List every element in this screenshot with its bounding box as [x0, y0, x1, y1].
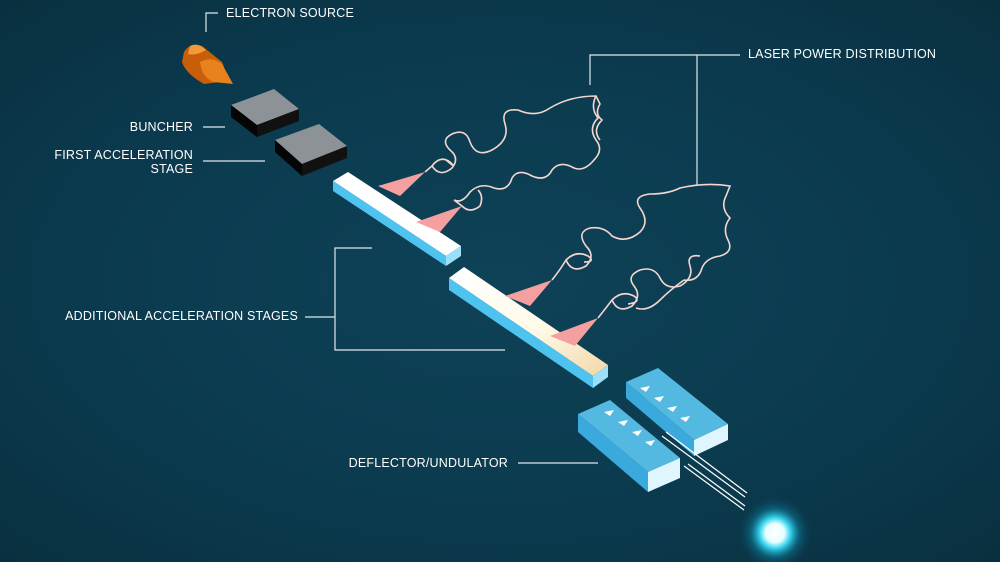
coupler-icon: [550, 318, 598, 346]
deflector-undulator: [578, 368, 748, 511]
label-deflector: DEFLECTOR/UNDULATOR: [348, 456, 508, 470]
label-additional-acceleration: ADDITIONAL ACCELERATION STAGES: [65, 309, 298, 323]
coupler-icon: [378, 172, 425, 196]
laser-couplers: [378, 172, 598, 346]
acceleration-stage-2: [449, 267, 608, 388]
label-buncher: BUNCHER: [129, 120, 193, 134]
first-acceleration-block: [275, 124, 347, 176]
electron-source-icon: [182, 44, 233, 84]
coupler-icon: [416, 206, 462, 232]
leader-electron-source: [205, 12, 218, 32]
label-electron-source: ELECTRON SOURCE: [226, 6, 355, 20]
label-first-acceleration-1: FIRST ACCELERATION: [54, 148, 193, 162]
acceleration-stage-1: [333, 172, 461, 266]
laser-waveguides: [424, 95, 732, 319]
radiation-glow-icon: [737, 495, 813, 562]
label-first-acceleration-2: STAGE: [150, 162, 193, 176]
leader-laser: [589, 54, 740, 85]
bracket-additional: [334, 247, 505, 351]
coupler-icon: [505, 280, 552, 306]
leader-lines: [203, 12, 740, 464]
label-laser-power: LASER POWER DISTRIBUTION: [748, 47, 937, 61]
buncher-block: [231, 89, 299, 137]
